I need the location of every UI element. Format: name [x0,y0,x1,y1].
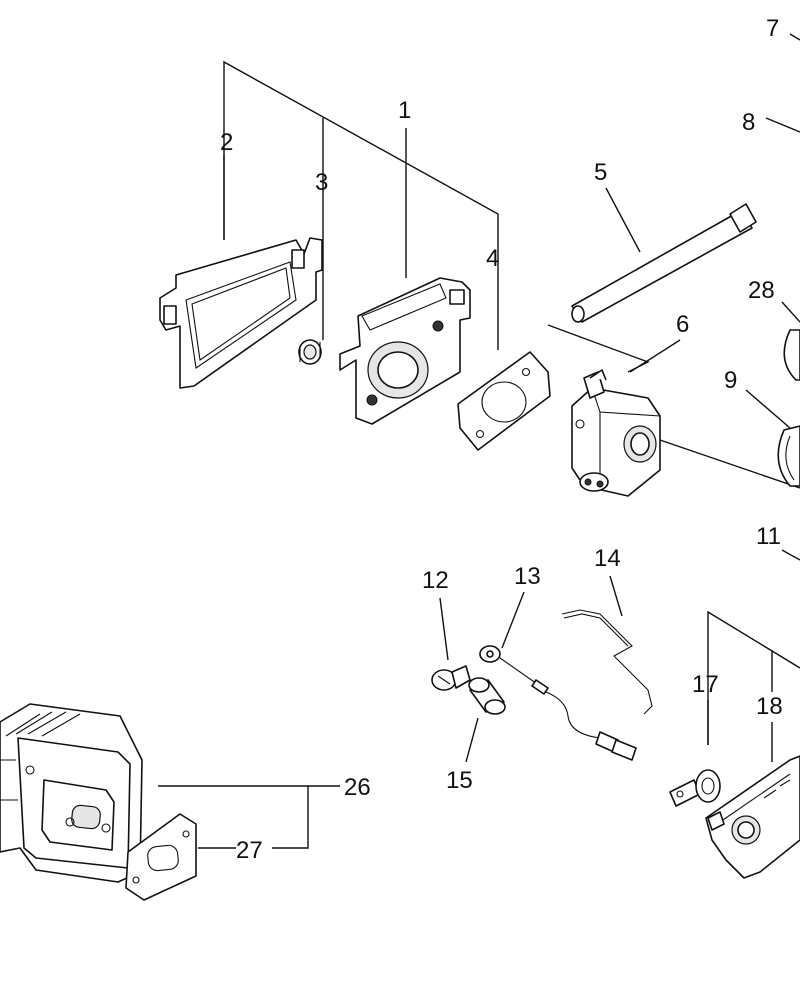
callout-17: 17 [692,671,719,698]
part-1-adapter-block [339,277,471,425]
part-27-muffler-gasket [125,813,197,901]
part-3-bushing [298,339,322,365]
callout-1: 1 [398,97,411,124]
part-15-spacer [468,677,506,715]
part-17-clip [669,769,721,807]
leader-lines [158,33,800,849]
callout-6: 6 [676,311,689,338]
callout-14: 14 [594,545,621,572]
part-26-muffler [0,703,143,883]
part-13-wire-lead [479,645,637,761]
callout-13: 13 [514,563,541,590]
part-4-gasket [457,351,551,451]
right-edge-parts [777,329,800,487]
part-18-housing [705,755,800,879]
callout-8: 8 [742,109,755,136]
callout-7: 7 [766,15,779,42]
callout-28: 28 [748,277,775,304]
callout-9: 9 [724,367,737,394]
callout-4: 4 [486,245,499,272]
callout-labels: 1 2 3 4 5 6 7 8 9 11 12 13 14 15 17 18 2… [220,15,783,864]
part-14-wire-bracket [561,609,653,715]
part-12-screw [431,665,471,691]
callout-18: 18 [756,693,783,720]
callout-12: 12 [422,567,449,594]
part-2-insulator-frame [159,237,323,389]
callout-3: 3 [315,169,328,196]
callout-2: 2 [220,129,233,156]
callout-26: 26 [344,774,371,801]
callout-27: 27 [236,837,263,864]
part-5-rod [571,203,757,323]
part-6-carburetor [571,369,661,497]
callout-5: 5 [594,159,607,186]
callout-11: 11 [756,523,781,550]
callout-15: 15 [446,767,473,794]
